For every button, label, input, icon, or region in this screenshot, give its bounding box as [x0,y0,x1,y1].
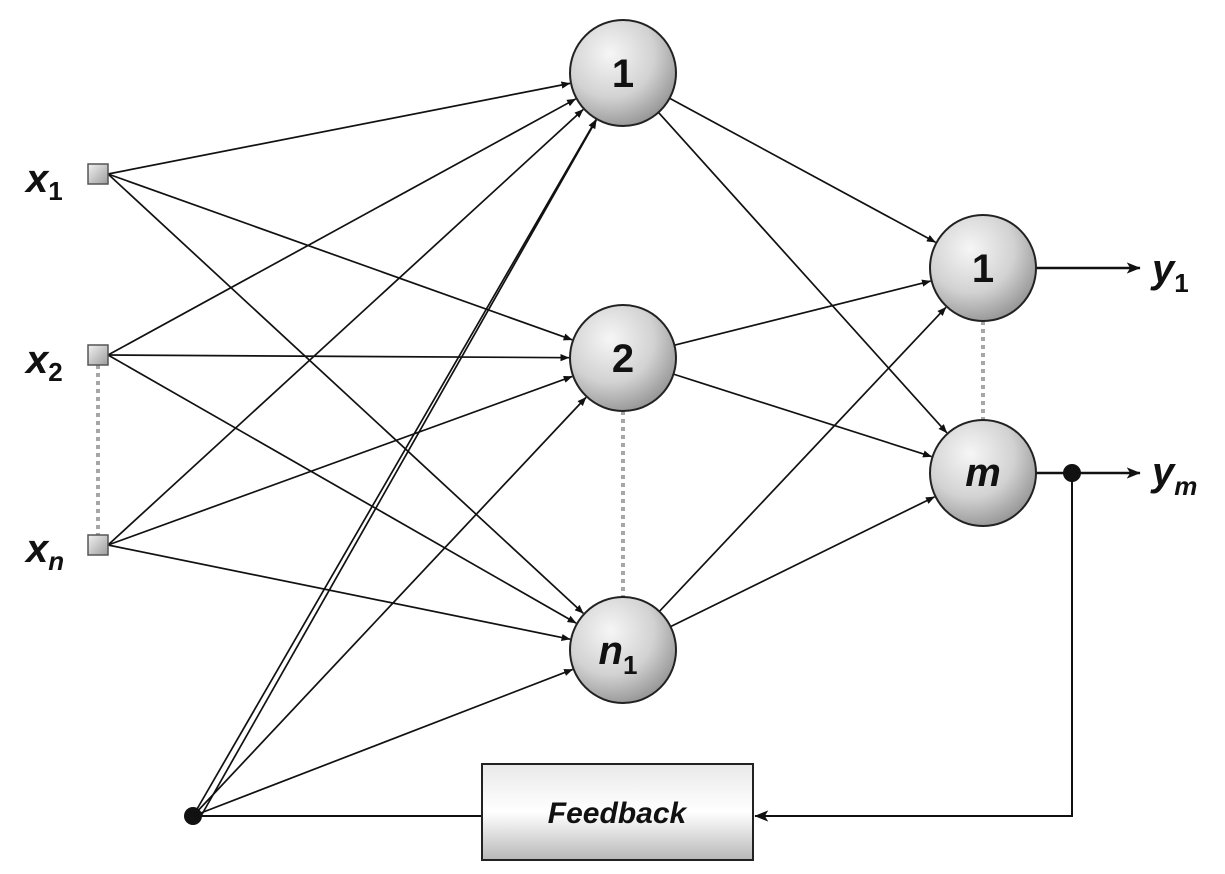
hidden-node-n1-label: n1 [599,629,638,680]
edge-hn-o1 [658,306,947,613]
feedback-label: Feedback [548,797,688,830]
edge-feedback-h2 [192,396,587,817]
edge-feedback-hn [192,668,574,817]
input-label-x2-var: x [24,338,50,382]
input-label-x1: x1 [24,157,63,206]
output-label-y1: y1 [1150,247,1189,298]
hidden-node-2: 2 [569,304,677,412]
edge-h2-om [673,373,932,458]
edge-h1-o1 [669,97,936,244]
edge-xn-hn [107,544,571,642]
output-label-y1-sub: 1 [1174,268,1188,298]
input-label-x2: x2 [24,338,63,387]
bias-junction-dot [184,807,202,825]
edge-xn-h1 [107,108,584,546]
edge-x1-hn [107,173,584,614]
input-label-x1-sub: 1 [48,176,62,206]
connection-layer [107,81,1141,822]
output-branch-dot [1063,464,1081,482]
input-label-xn-var: x [24,527,50,571]
output-label-ym-sub: m [1174,471,1197,501]
edge-h2-o1 [674,279,932,346]
edge-feedback-h1-b [200,119,598,817]
edge-x1-h1 [107,81,571,175]
edge-x2-h1 [107,98,577,356]
edge-feedback-h1 [192,119,597,817]
edge-x1-h2 [107,173,573,341]
hidden-node-1: 1 [569,19,677,127]
input-label-xn: xn [24,527,64,576]
feedback-block: Feedback [481,763,754,861]
input-label-x1-var: x [24,157,50,201]
ellipsis-dotted-lines [96,321,985,597]
input-node-x2 [87,344,109,366]
edge-x2-hn [107,354,577,624]
input-node-x1 [87,163,109,185]
output-node-m: m [929,419,1037,527]
output-node-1-label: 1 [972,247,994,291]
output-node-1: 1 [929,214,1037,322]
output-label-ym: ym [1150,450,1197,501]
output-label-y1-var: y [1150,247,1176,291]
edge-x2-h2 [107,354,570,362]
edge-xn-h2 [107,375,573,546]
input-node-xn [87,534,109,556]
input-label-x2-sub: 2 [48,357,62,387]
output-label-ym-var: y [1150,450,1176,494]
edge-hn-om [670,496,935,628]
input-label-xn-sub: n [48,546,64,576]
hidden-node-n1: n1 [569,596,677,704]
hidden-node-n1-sub: 1 [623,650,637,680]
hidden-node-2-label: 2 [612,337,634,381]
hidden-node-1-label: 1 [612,52,634,96]
output-node-m-label: m [965,451,1001,495]
edge-h1-om [657,111,948,434]
feedback-return-path [754,473,1073,822]
hidden-node-n1-var: n [599,629,623,673]
